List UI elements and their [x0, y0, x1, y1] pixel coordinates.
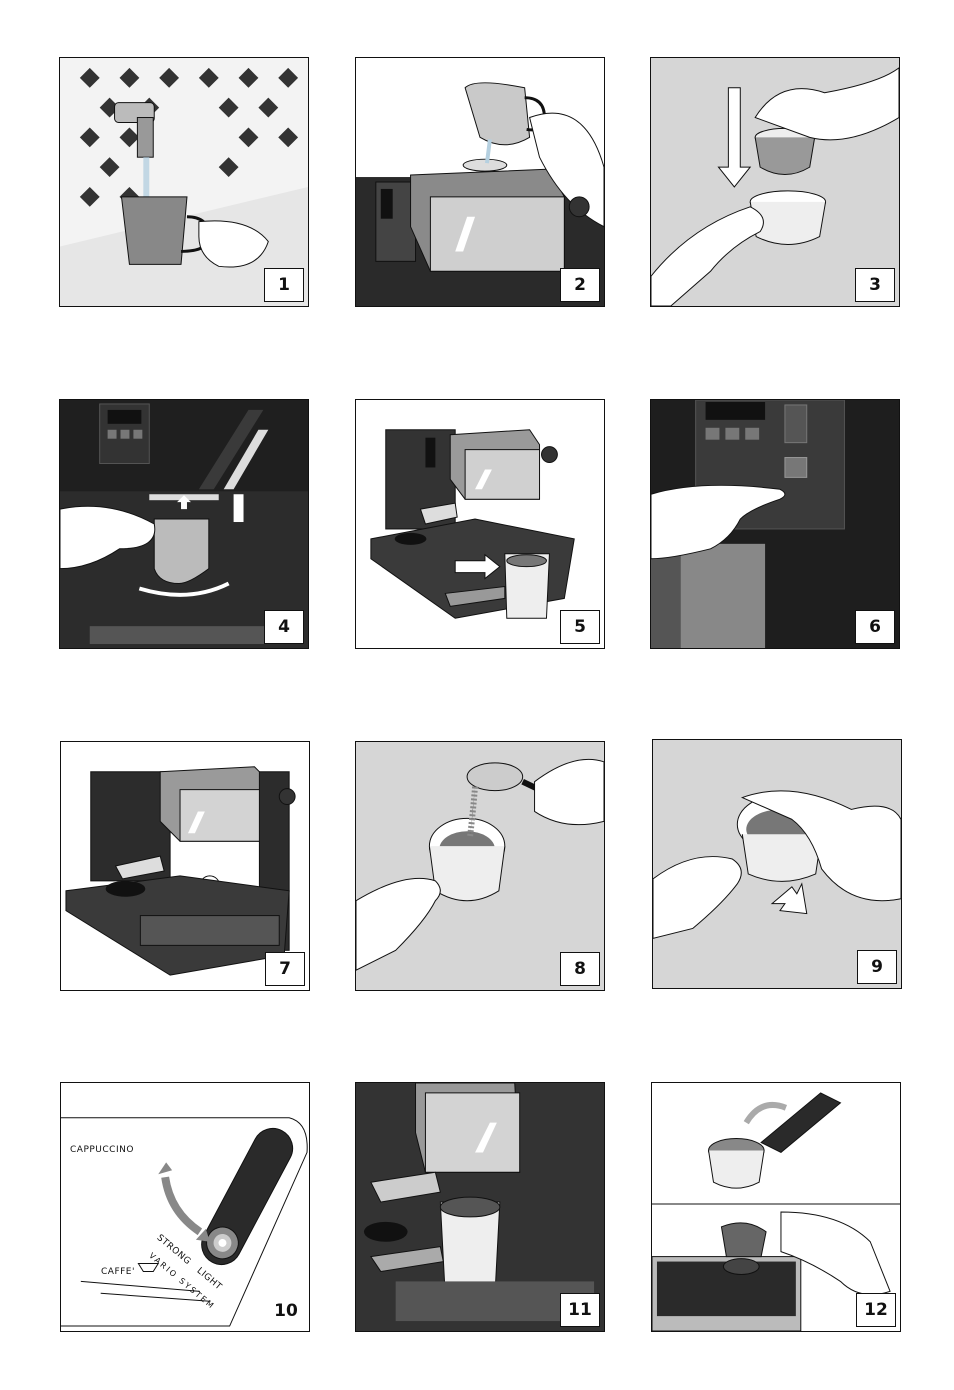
press-button-illustration: [651, 400, 899, 648]
step-number: 11: [560, 1293, 600, 1327]
step-9-panel: 9: [652, 739, 902, 989]
step-number: 8: [560, 952, 600, 986]
insert-filter-illustration: [651, 58, 899, 306]
remove-excess-coffee-illustration: [653, 740, 901, 988]
step-number: 6: [855, 610, 895, 644]
step-number: 1: [264, 268, 304, 302]
step-number: 3: [855, 268, 895, 302]
step-11-panel: 11: [355, 1082, 605, 1332]
step-number: 9: [857, 950, 897, 984]
step-5-panel: 5: [355, 399, 605, 649]
step-number: 12: [856, 1293, 896, 1327]
step-10-panel: CAPPUCCINO CAFFE' STRONG LIGHT VARIO SYS…: [60, 1082, 310, 1332]
step-1-panel: 1: [59, 57, 309, 307]
step-4-panel: 4: [59, 399, 309, 649]
caffe-label: CAFFE': [101, 1267, 135, 1277]
step-number: 7: [265, 952, 305, 986]
step-6-panel: 6: [650, 399, 900, 649]
empty-grounds-illustration: [652, 1083, 900, 1331]
fill-water-illustration: [60, 58, 308, 306]
steam-illustration: [61, 742, 309, 990]
add-coffee-illustration: [356, 742, 604, 990]
step-3-panel: 3: [650, 57, 900, 307]
step-number: 2: [560, 268, 600, 302]
step-8-panel: 8: [355, 741, 605, 991]
step-7-panel: 7: [60, 741, 310, 991]
step-12-panel: 12: [651, 1082, 901, 1332]
step-number: 5: [560, 610, 600, 644]
place-cup-illustration: [356, 400, 604, 648]
step-2-panel: 2: [355, 57, 605, 307]
cappuccino-label: CAPPUCCINO: [70, 1145, 134, 1155]
step-number: 10: [274, 1301, 298, 1321]
cappuccino-frothing-illustration: [356, 1083, 604, 1331]
step-number: 4: [264, 610, 304, 644]
vario-system-illustration: [61, 1083, 309, 1331]
